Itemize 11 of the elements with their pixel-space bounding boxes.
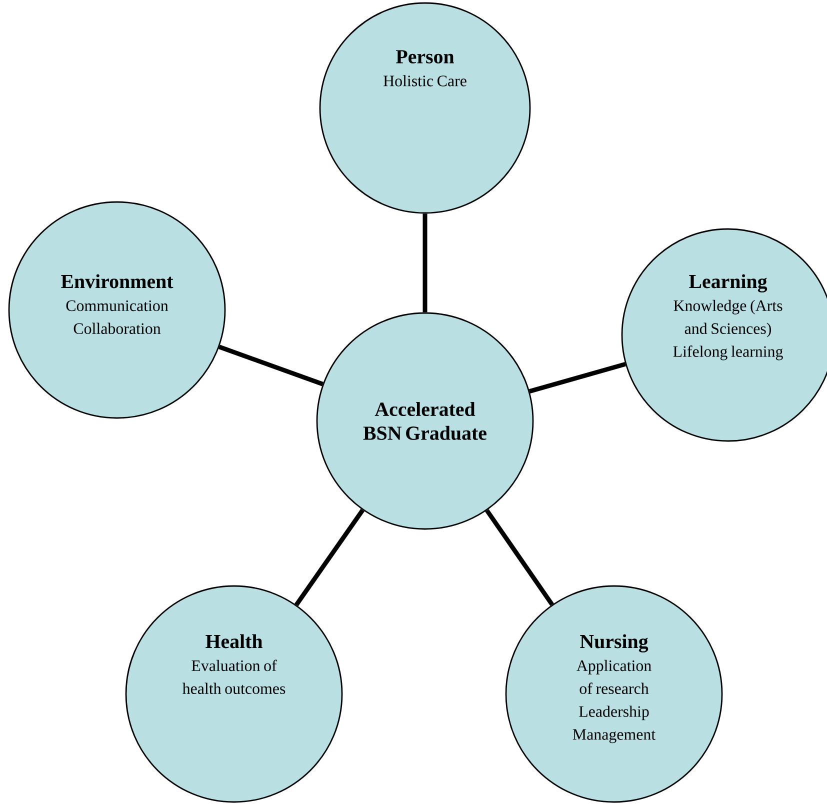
circle-node: Learning Knowledge (Arts and Sciences) Lifelong learning — [621, 228, 827, 442]
circle-node: Health Evaluation of health outcomes — [125, 585, 343, 803]
connector-line — [294, 508, 365, 606]
circle-node: Environment Communication Collaboration — [8, 201, 226, 419]
connector-line — [528, 362, 626, 394]
circle-node: Accelerated BSN Graduate — [316, 312, 534, 530]
connector-line — [218, 344, 324, 386]
circle-node: Person Holistic Care — [319, 2, 531, 214]
connector-line — [485, 509, 554, 606]
circle-node: Nursing Application of research Leadership Management — [505, 585, 723, 803]
connector-line — [422, 214, 428, 312]
